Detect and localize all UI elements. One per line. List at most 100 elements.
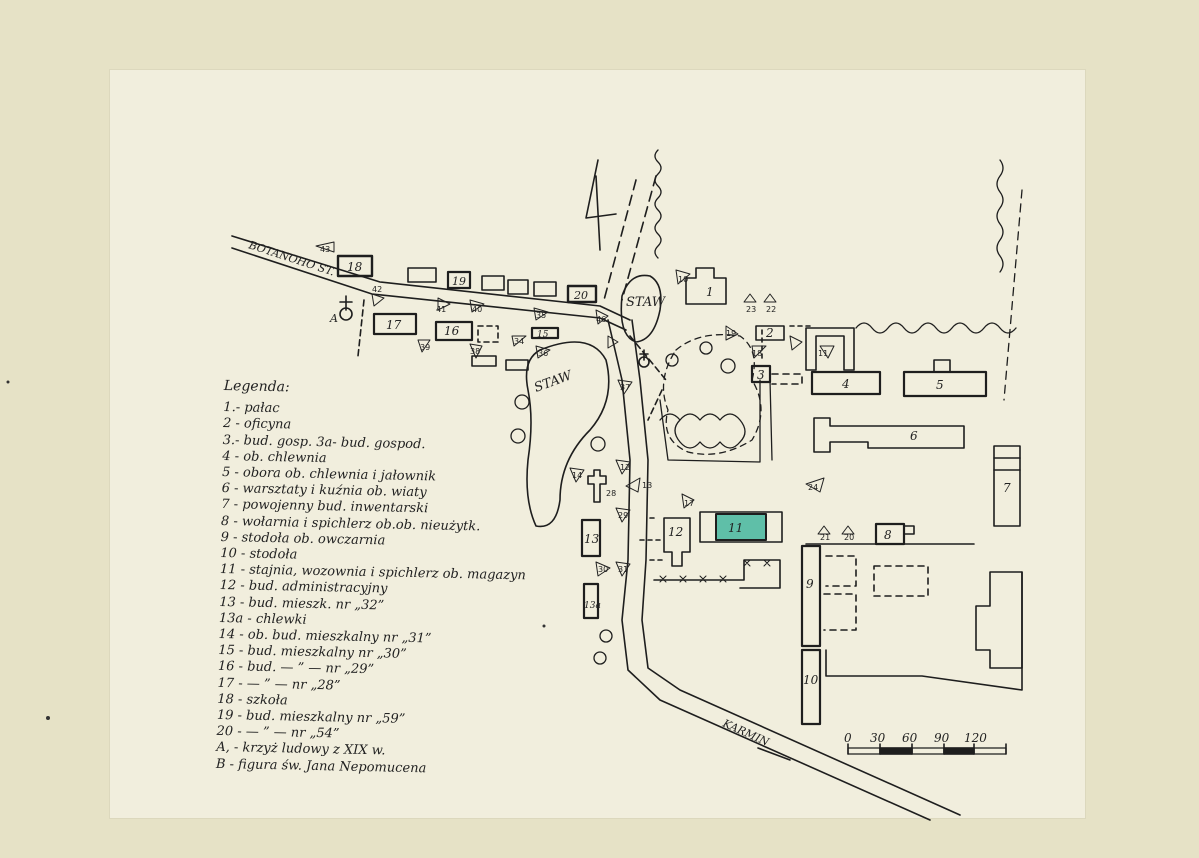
building-15 [530, 326, 560, 340]
building-9-number: 9 [806, 577, 814, 591]
view-number: 12 [620, 463, 630, 472]
cross-a-label: A [329, 312, 338, 325]
view-number: 14 [572, 471, 582, 480]
view-number: 35 [536, 311, 546, 320]
building-12 [663, 517, 691, 567]
building-10 [800, 648, 822, 726]
view-number: 36 [538, 349, 548, 358]
building-13-number: 13 [584, 532, 600, 546]
view-number: 20 [844, 533, 854, 542]
building-9 [800, 544, 822, 648]
view-marker-icon [315, 241, 335, 253]
view-number: 42 [372, 285, 382, 294]
building-4 [810, 370, 882, 396]
view-marker-icon [437, 297, 451, 311]
east-complex [975, 571, 1023, 669]
view-marker-icon [763, 293, 777, 303]
view-number: 38 [470, 347, 480, 356]
view-number: 13 [642, 481, 652, 490]
scale-tick-label: 120 [964, 731, 987, 745]
view-marker-icon [675, 269, 691, 285]
view-number: 43 [320, 245, 330, 254]
dashed-fence [639, 325, 811, 561]
view-marker-icon [535, 345, 551, 359]
scale-tick-label: 60 [902, 731, 918, 745]
view-number: 46 [596, 315, 606, 324]
building-11-outline [699, 511, 783, 543]
scan-speck [46, 716, 50, 720]
buildings [336, 254, 1023, 726]
dashed-path [357, 299, 667, 421]
building-7-lines [993, 457, 1021, 471]
cross-a-mound [339, 307, 353, 321]
building-20 [566, 284, 598, 304]
outbuilding [505, 359, 529, 371]
view-marker-icon [817, 525, 831, 535]
demolished-building [477, 325, 499, 343]
building-16 [434, 320, 474, 342]
view-marker-icon [569, 467, 585, 483]
scan-speck [6, 380, 10, 384]
tree-line [654, 149, 1023, 401]
building-1-palace [685, 267, 727, 305]
view-number: 23 [746, 305, 756, 314]
building-18 [336, 254, 374, 278]
view-marker-icon [417, 339, 431, 353]
building-10-number: 10 [803, 673, 819, 687]
view-marker-icon [533, 307, 549, 321]
building-19-number: 19 [452, 275, 466, 288]
figure-b-base [638, 356, 650, 368]
view-marker-icon [615, 507, 631, 523]
scan-speck [542, 624, 546, 628]
viewpoint-numbers: 43 42 41 40 39 38 34 35 36 46 37 10 18 1… [320, 245, 854, 574]
building-7 [993, 445, 1021, 527]
scale-tick-label: 90 [934, 731, 950, 745]
building-8-number: 8 [884, 528, 892, 542]
scale-tick-label: 30 [870, 731, 886, 745]
view-marker-icon [751, 345, 767, 359]
building-3a [805, 327, 855, 371]
view-number: 37 [620, 383, 630, 392]
view-marker-icon [805, 477, 825, 493]
building-17 [372, 312, 418, 336]
viewpoint-markers [315, 241, 855, 577]
view-marker-icon [595, 309, 609, 325]
building-8-annex [903, 525, 915, 535]
building-7-number: 7 [1003, 481, 1011, 495]
view-number: 21 [820, 533, 830, 542]
botanoho-street: BOTANOHO ST. [231, 235, 631, 331]
view-marker-icon [841, 525, 855, 535]
building-4-number: 4 [841, 377, 850, 391]
building-number-labels: 1 2 3 4 5 6 7 8 9 10 11 12 13 13a 15 16 … [329, 260, 1011, 687]
view-marker-icon [469, 343, 483, 359]
view-number: 11 [818, 349, 828, 358]
view-number: 10 [678, 275, 688, 284]
view-number: 34 [514, 337, 524, 346]
map-legend: Legenda: 1.- pałac 2 - oficyna 3.- bud. … [216, 378, 554, 780]
building-5-annex [933, 359, 951, 373]
view-number: 22 [766, 305, 776, 314]
building-16-number: 16 [444, 324, 460, 338]
view-number: 39 [420, 343, 430, 352]
building-18-number: 18 [347, 260, 363, 274]
view-marker-icon [595, 561, 611, 577]
outbuilding [481, 275, 505, 291]
view-number: 29 [618, 511, 628, 520]
building-20-number: 20 [573, 289, 588, 302]
karmin-road-label: KARMIN [720, 716, 772, 748]
building-17-number: 17 [386, 318, 402, 332]
outbuilding [533, 281, 557, 297]
north-arrow-icon [585, 159, 617, 251]
north-road-dashed [603, 175, 657, 301]
chapel [587, 469, 607, 503]
building-13 [580, 518, 602, 558]
outbuilding [471, 355, 497, 367]
outbuilding [507, 279, 529, 295]
view-number: 24 [808, 483, 818, 492]
building-2-number: 2 [765, 326, 774, 340]
building-15-number: 15 [537, 330, 549, 340]
park-area [510, 333, 773, 665]
pond-north: STAW [620, 274, 667, 343]
